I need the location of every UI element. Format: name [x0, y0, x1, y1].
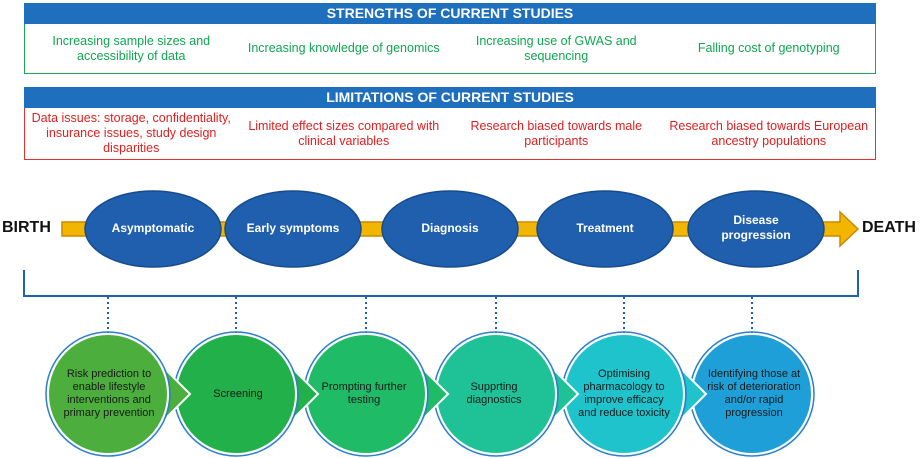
application-shape — [45, 331, 192, 457]
stage-label: Early symptoms — [246, 220, 340, 235]
strength-item: Increasing sample sizes and accessibilit… — [52, 33, 211, 63]
limitation-item: Data issues: storage, confidentiality, i… — [31, 111, 231, 155]
application-label: Screening — [213, 387, 263, 400]
application-shape — [173, 331, 320, 457]
strength-item: Increasing knowledge of genomics — [247, 41, 440, 55]
strength-item: Increasing use of GWAS and sequencing — [475, 33, 637, 63]
strengths-panel: STRENGTHS OF CURRENT STUDIES Increasing … — [24, 3, 876, 74]
stage-ellipse — [84, 190, 222, 268]
stage-label: Diagnosis — [421, 220, 479, 235]
application-shape — [433, 331, 580, 457]
limitation-item: Limited effect sizes compared with clini… — [248, 118, 440, 148]
application-shape — [303, 331, 450, 457]
bracket — [23, 270, 859, 297]
stage-label: Disease progression — [721, 213, 791, 242]
strength-item: Falling cost of genotyping — [697, 41, 840, 55]
application-label: Optimising pharmacology to improve effic… — [578, 368, 670, 419]
application-ring — [45, 331, 171, 457]
stage-ellipse — [687, 190, 825, 268]
application-label: Prompting further testing — [321, 381, 407, 406]
application-label: Risk prediction to enable lifestyle inte… — [63, 368, 155, 419]
application-circle — [47, 333, 169, 455]
stage-ellipse — [381, 190, 519, 268]
stage-label: Treatment — [576, 220, 634, 235]
strengths-row: Increasing sample sizes and accessibilit… — [24, 24, 876, 74]
limitation-item: Research biased towards European ancestr… — [669, 118, 869, 148]
application-shapes — [45, 331, 815, 457]
birth-label: BIRTH — [2, 219, 51, 236]
limitation-item: Research biased towards male participant… — [470, 118, 643, 148]
application-label: Supprting diagnostics — [466, 381, 522, 406]
stage-label: Asymptomatic — [111, 220, 195, 235]
stage-ellipse — [536, 190, 674, 268]
limitations-panel: LIMITATIONS OF CURRENT STUDIES Data issu… — [24, 87, 876, 160]
application-label: Identifying those at risk of deteriorati… — [707, 368, 801, 419]
stage-ellipse — [224, 190, 362, 268]
connectors — [107, 297, 753, 336]
death-label: DEATH — [862, 219, 916, 236]
stage-ellipses — [84, 190, 825, 268]
strengths-title: STRENGTHS OF CURRENT STUDIES — [24, 3, 876, 24]
limitations-title: LIMITATIONS OF CURRENT STUDIES — [24, 87, 876, 108]
limitations-row: Data issues: storage, confidentiality, i… — [24, 108, 876, 160]
